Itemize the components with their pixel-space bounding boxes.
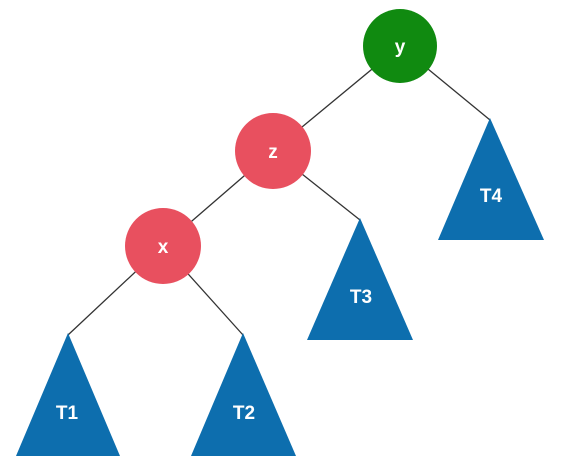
subtree-t4-triangle: [438, 118, 544, 240]
node-x-label: x: [158, 237, 169, 258]
node-y-label: y: [395, 37, 406, 58]
subtree-t1-label: T1: [56, 403, 79, 424]
node-y: y: [363, 9, 437, 83]
node-z: z: [235, 113, 311, 189]
subtree-t2-triangle: [191, 333, 296, 456]
subtree-t1-triangle: [16, 333, 120, 456]
subtree-t3: T3: [307, 218, 413, 340]
subtree-t3-triangle: [307, 218, 413, 340]
node-x-circle: [125, 208, 201, 284]
subtree-t2: T2: [191, 333, 296, 456]
subtree-t4-label: T4: [480, 186, 503, 207]
node-x: x: [125, 208, 201, 284]
subtree-t2-label: T2: [233, 403, 255, 424]
subtree-t3-label: T3: [350, 287, 372, 308]
subtree-t1: T1: [16, 333, 120, 456]
subtree-t4: T4: [438, 118, 544, 240]
edges: [67, 45, 491, 336]
node-z-label: z: [268, 142, 278, 163]
node-z-circle: [235, 113, 311, 189]
node-y-circle: [363, 9, 437, 83]
